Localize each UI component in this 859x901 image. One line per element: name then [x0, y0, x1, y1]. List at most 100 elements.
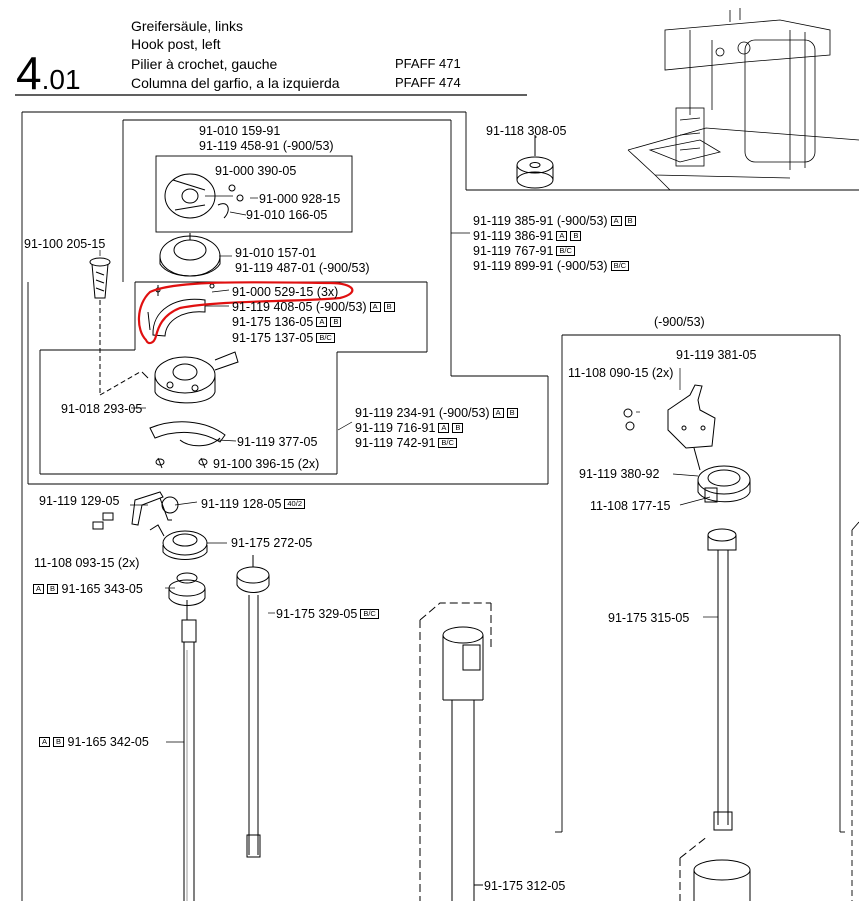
machine-overview-drawing — [627, 8, 859, 191]
title-en: Hook post, left — [131, 36, 221, 52]
label-91-175-272-05: 91-175 272-05 — [231, 536, 313, 550]
part-number-386: 91-119 386-91 — [473, 229, 554, 243]
guard-drawing — [149, 421, 226, 469]
sleeve-drawing — [679, 835, 751, 901]
label-91-000-390-05: 91-000 390-05 — [215, 164, 297, 178]
screw-205-drawing — [89, 257, 111, 395]
label-91-119-380-92: 91-119 380-92 — [579, 467, 660, 481]
label-11-108-093-15: 11-108 093-15 (2x) — [34, 556, 140, 570]
label-91-100-205-15: 91-100 205-15 — [24, 237, 106, 251]
leader-lines — [99, 136, 718, 886]
part-number-234: 91-119 234-91 (-900/53) — [355, 406, 490, 420]
label-11-108-090-15: 11-108 090-15 (2x) — [568, 366, 674, 380]
label-91-175-312-05: 91-175 312-05 — [484, 879, 566, 893]
section-minor: .01 — [41, 64, 81, 95]
clamp-drawing — [149, 524, 208, 560]
label-91-119-129-05: 91-119 129-05 — [39, 494, 120, 508]
variant-tag-a: A — [438, 422, 450, 433]
variant-tag-a: A — [556, 230, 568, 241]
part-number-899: 91-119 899-91 (-900/53) — [473, 259, 608, 273]
part-number-408: 91-119 408-05 (-900/53) — [232, 300, 367, 314]
label-91-018-293-05: 91-018 293-05 — [61, 402, 143, 416]
label-11-108-177-15: 11-108 177-15 — [590, 499, 671, 513]
part-number-128: 91-119 128-05 — [201, 497, 282, 511]
label-91-100-396-15: 91-100 396-15 (2x) — [213, 457, 320, 471]
title-es: Columna del garfio, a la izquierda — [131, 75, 340, 91]
label-91-010-157-01: 91-010 157-01 — [235, 246, 317, 260]
variant-tag-b: B — [570, 230, 582, 241]
label-91-000-928-15: 91-000 928-15 — [259, 192, 341, 206]
frame-lines — [21, 111, 859, 901]
variant-tag-b: B — [452, 422, 464, 433]
label-91-119-487-01: 91-119 487-01 (-900/53) — [235, 261, 370, 275]
label-91-119-377-05: 91-119 377-05 — [237, 435, 318, 449]
variant-tag-a: A — [369, 301, 381, 312]
hook-drawing — [99, 351, 239, 404]
part-number-742: 91-119 742-91 — [355, 436, 436, 450]
part-number-136: 91-175 136-05 — [232, 315, 314, 329]
variant-tag-a: A — [610, 215, 622, 226]
title-fr: Pilier à crochet, gauche — [131, 56, 278, 72]
variant-tag-bc: B/C — [556, 245, 575, 256]
red-highlight-mark — [137, 281, 354, 345]
variant-tag-b: B — [330, 316, 342, 327]
label-variant-900-53: (-900/53) — [654, 315, 705, 329]
part-number-343: 91-165 343-05 — [61, 582, 143, 596]
part-number-342: 91-165 342-05 — [67, 735, 149, 749]
label-91-010-159-91: 91-010 159-91 — [199, 124, 281, 138]
section-number: 4.01 — [16, 50, 81, 103]
shaft-329-drawing — [236, 555, 270, 858]
shaft-312-drawing — [419, 602, 492, 901]
part-number-767: 91-119 767-91 — [473, 244, 554, 258]
shaft-315-drawing — [707, 528, 737, 831]
variant-tag-b: B — [47, 583, 59, 594]
label-91-175-315-05: 91-175 315-05 — [608, 611, 690, 625]
variant-tag-bc: B/C — [316, 332, 335, 343]
part-number-137: 91-175 137-05 — [232, 331, 314, 345]
variant-tag-bc: B/C — [610, 260, 630, 271]
part-number-329: 91-175 329-05 — [276, 607, 358, 621]
hook-housing-drawing — [159, 233, 221, 277]
variant-tag-a: A — [33, 583, 45, 594]
shaft-342-drawing — [181, 619, 197, 901]
label-91-119-458-91: 91-119 458-91 (-900/53) — [199, 139, 334, 153]
bobbin-drawing — [516, 135, 554, 189]
model-474: PFAFF 474 — [395, 75, 461, 90]
label-91-118-308-05: 91-118 308-05 — [486, 124, 567, 138]
variant-tag-a: A — [39, 736, 51, 747]
variant-tag-a: A — [316, 316, 328, 327]
label-91-000-529-15: 91-000 529-15 (3x) — [232, 285, 339, 299]
label-91-119-381-05: 91-119 381-05 — [676, 348, 757, 362]
variant-tag-bc: B/C — [360, 608, 379, 619]
variant-tag-b: B — [53, 736, 65, 747]
variant-tag-a: A — [492, 407, 504, 418]
part-number-385: 91-119 385-91 (-900/53) — [473, 214, 608, 228]
model-471: PFAFF 471 — [395, 56, 461, 71]
collar-380-drawing — [697, 465, 751, 503]
section-major: 4 — [16, 47, 42, 99]
label-91-010-166-05: 91-010 166-05 — [246, 208, 328, 222]
bracket-381-drawing — [623, 384, 716, 471]
collar-343-drawing — [168, 572, 206, 620]
title-de: Greifersäule, links — [131, 18, 244, 34]
part-number-716: 91-119 716-91 — [355, 421, 436, 435]
variant-tag-40-2: 40/2 — [284, 498, 305, 509]
variant-tag-b: B — [506, 407, 518, 418]
variant-tag-b: B — [383, 301, 395, 312]
variant-tag-bc: B/C — [438, 437, 457, 448]
variant-tag-b: B — [624, 215, 636, 226]
